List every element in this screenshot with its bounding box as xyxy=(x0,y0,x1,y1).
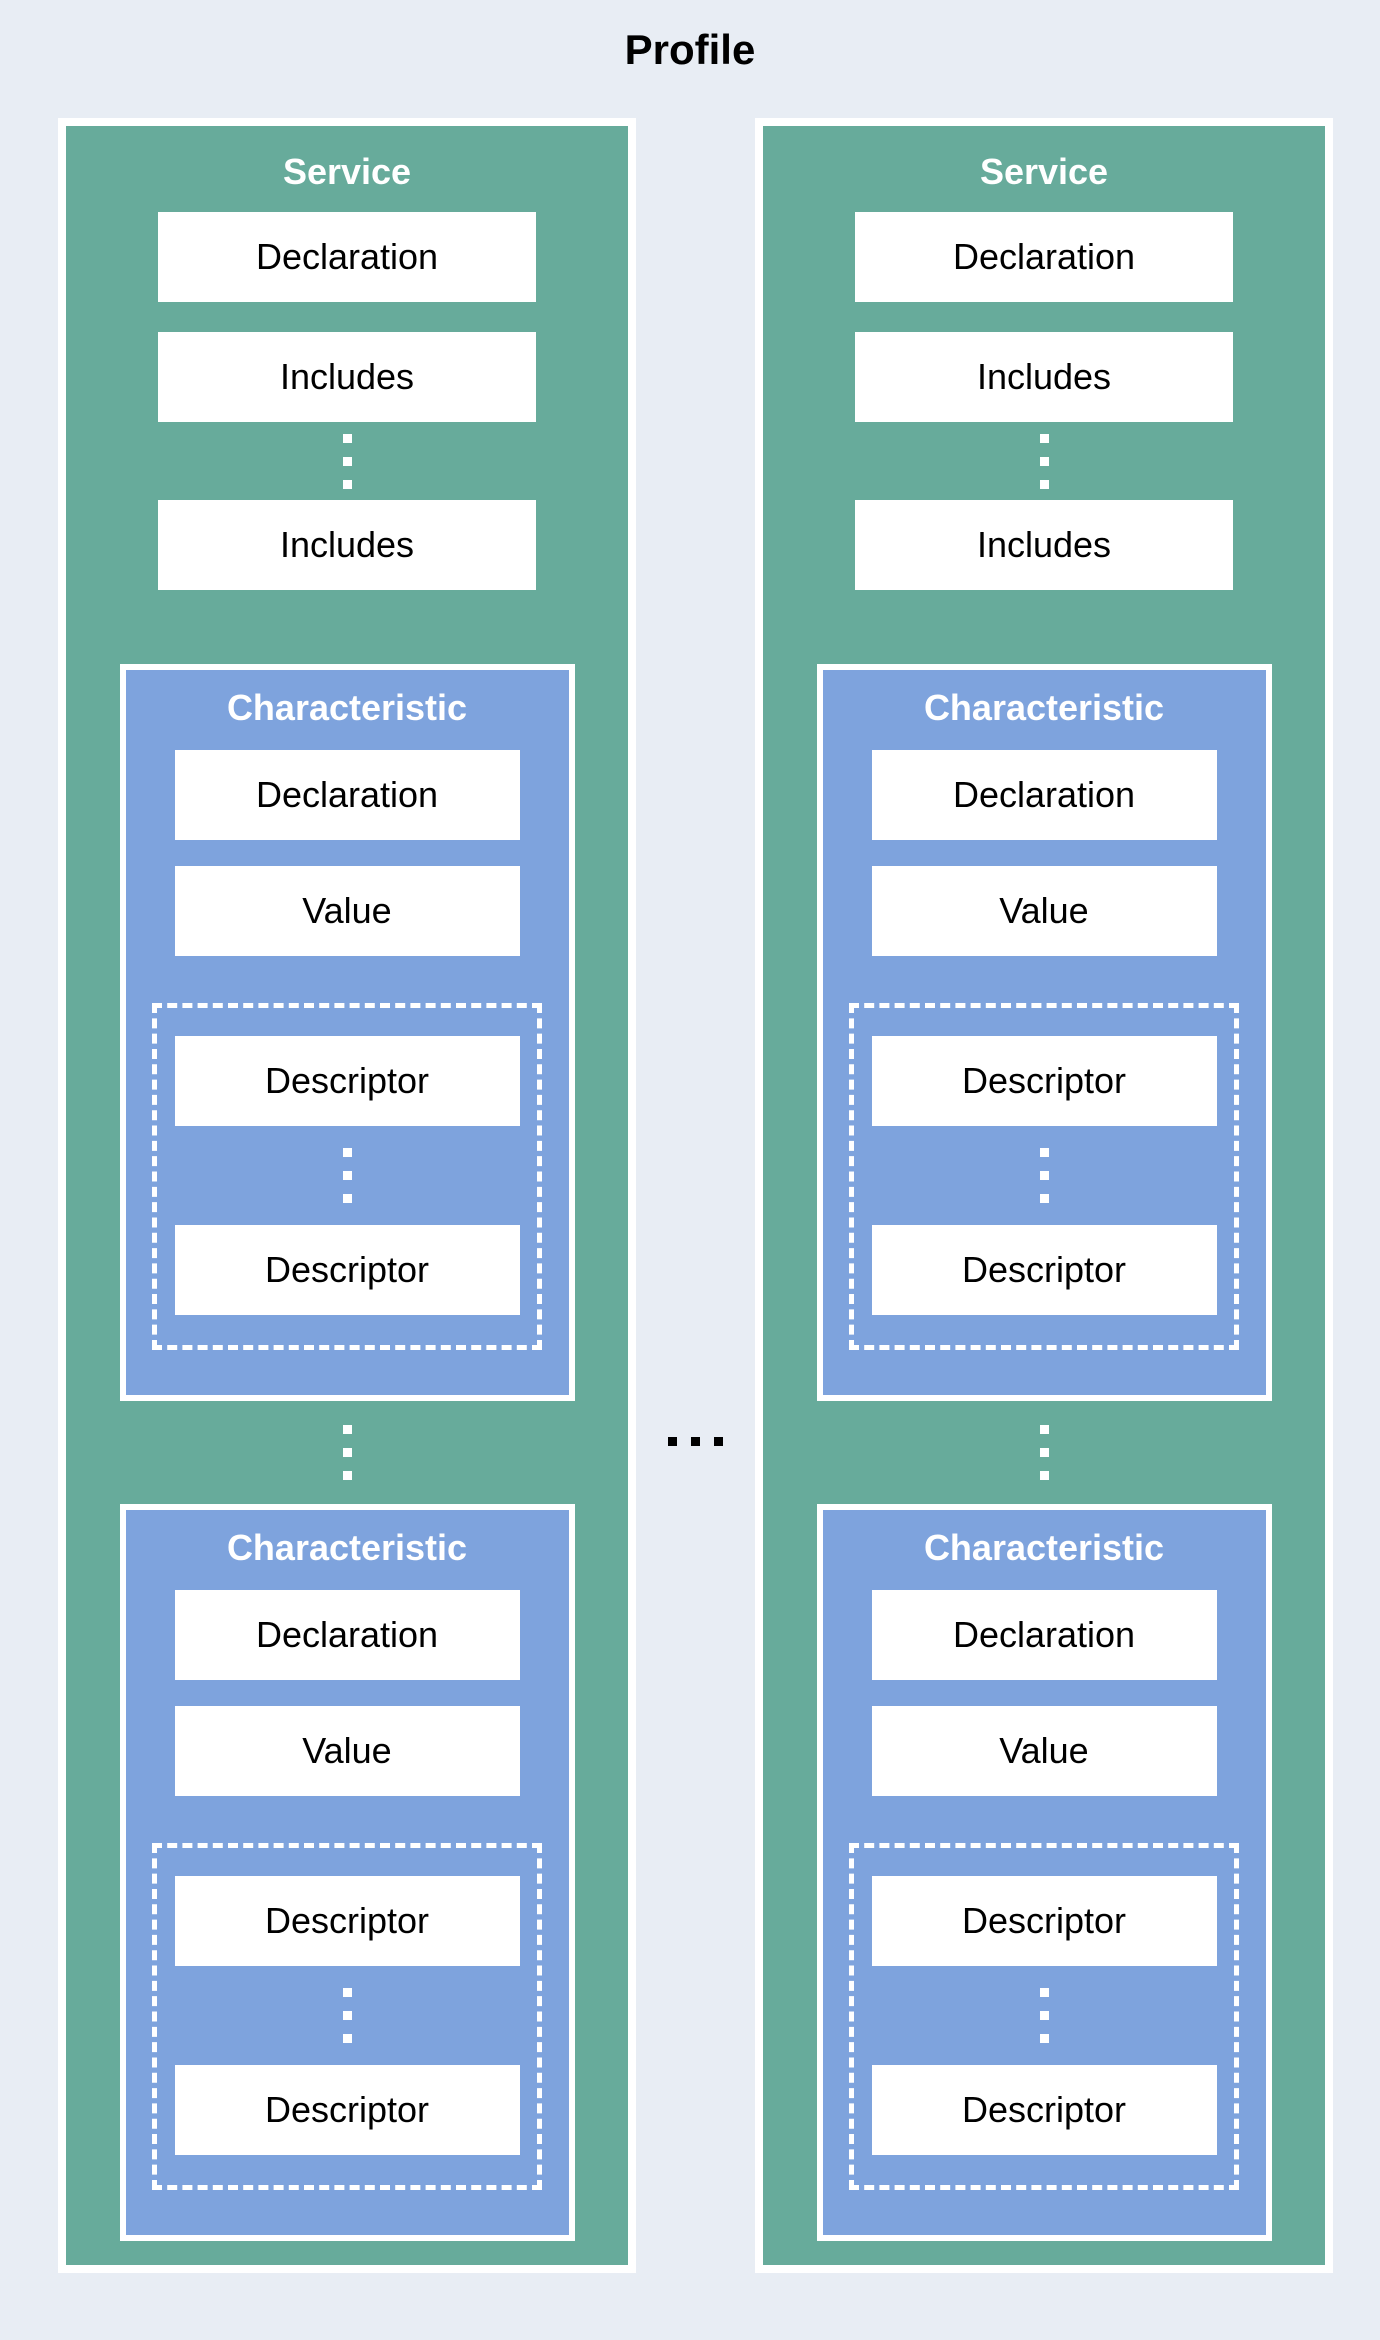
ellipsis-dot xyxy=(1039,434,1049,443)
characteristic-declaration-box: Declaration xyxy=(174,1590,520,1680)
characteristic-title: Characteristic xyxy=(923,687,1165,728)
ellipsis-dot xyxy=(342,2011,352,2020)
ellipsis-dot xyxy=(342,1448,352,1457)
vertical-ellipsis-icon xyxy=(1039,1425,1049,1480)
descriptor-group: Descriptor Descriptor xyxy=(152,1003,542,1350)
descriptor-box: Descriptor xyxy=(871,1225,1217,1315)
includes-box: Includes xyxy=(855,332,1233,422)
service-declaration-box: Declaration xyxy=(855,212,1233,302)
characteristic-panel: Characteristic Declaration Value Descrip… xyxy=(119,664,575,1401)
value-box: Value xyxy=(174,1706,520,1796)
includes-box: Includes xyxy=(158,332,536,422)
ellipsis-dot xyxy=(342,480,352,489)
characteristic-title: Characteristic xyxy=(226,1527,468,1568)
descriptor-box: Descriptor xyxy=(871,1876,1217,1966)
ellipsis-dot xyxy=(1039,2011,1049,2020)
characteristic-declaration-box: Declaration xyxy=(871,750,1217,840)
service-panel: Service Declaration Includes Includes Ch… xyxy=(58,118,636,2273)
vertical-ellipsis-icon xyxy=(1039,434,1049,489)
value-box: Value xyxy=(174,866,520,956)
ellipsis-dot xyxy=(1039,1471,1049,1480)
service-declaration-box: Declaration xyxy=(158,212,536,302)
descriptor-group: Descriptor Descriptor xyxy=(152,1843,542,2190)
ellipsis-dot xyxy=(714,1437,723,1446)
ellipsis-dot xyxy=(342,1171,352,1180)
ellipsis-dot xyxy=(1039,1425,1049,1434)
vertical-ellipsis-icon xyxy=(342,1988,352,2043)
services-row: Service Declaration Includes Includes Ch… xyxy=(0,118,1380,2273)
vertical-ellipsis-icon xyxy=(342,1425,352,1480)
ellipsis-dot xyxy=(342,2034,352,2043)
service-title: Service xyxy=(282,151,412,192)
descriptor-box: Descriptor xyxy=(174,2065,520,2155)
descriptor-box: Descriptor xyxy=(174,1225,520,1315)
descriptor-box: Descriptor xyxy=(871,2065,1217,2155)
page-title: Profile xyxy=(624,26,756,73)
ellipsis-dot xyxy=(1039,1194,1049,1203)
vertical-ellipsis-icon xyxy=(342,1148,352,1203)
ellipsis-dot xyxy=(1039,1148,1049,1157)
ellipsis-dot xyxy=(342,1194,352,1203)
characteristic-title: Characteristic xyxy=(226,687,468,728)
descriptor-group: Descriptor Descriptor xyxy=(849,1843,1239,2190)
ellipsis-dot xyxy=(1039,480,1049,489)
service-title: Service xyxy=(979,151,1109,192)
value-box: Value xyxy=(871,866,1217,956)
descriptor-box: Descriptor xyxy=(174,1876,520,1966)
ellipsis-dot xyxy=(691,1437,700,1446)
ellipsis-dot xyxy=(1039,1448,1049,1457)
service-panel: Service Declaration Includes Includes Ch… xyxy=(755,118,1333,2273)
vertical-ellipsis-icon xyxy=(1039,1988,1049,2043)
ellipsis-dot xyxy=(342,1988,352,1997)
includes-box: Includes xyxy=(158,500,536,590)
descriptor-box: Descriptor xyxy=(174,1036,520,1126)
ellipsis-dot xyxy=(1039,457,1049,466)
value-box: Value xyxy=(871,1706,1217,1796)
characteristic-declaration-box: Declaration xyxy=(174,750,520,840)
vertical-ellipsis-icon xyxy=(1039,1148,1049,1203)
descriptor-box: Descriptor xyxy=(871,1036,1217,1126)
characteristic-panel: Characteristic Declaration Value Descrip… xyxy=(816,664,1272,1401)
ellipsis-dot xyxy=(1039,2034,1049,2043)
characteristic-title: Characteristic xyxy=(923,1527,1165,1568)
ellipsis-dot xyxy=(1039,1988,1049,1997)
ellipsis-dot xyxy=(342,1425,352,1434)
ellipsis-dot xyxy=(1039,1171,1049,1180)
ellipsis-dot xyxy=(342,457,352,466)
descriptor-group: Descriptor Descriptor xyxy=(849,1003,1239,1350)
horizontal-ellipsis-icon xyxy=(636,1437,755,1446)
characteristic-panel: Characteristic Declaration Value Descrip… xyxy=(119,1504,575,2241)
ellipsis-dot xyxy=(342,1148,352,1157)
ellipsis-dot xyxy=(342,434,352,443)
vertical-ellipsis-icon xyxy=(342,434,352,489)
characteristic-panel: Characteristic Declaration Value Descrip… xyxy=(816,1504,1272,2241)
ellipsis-dot xyxy=(668,1437,677,1446)
characteristic-declaration-box: Declaration xyxy=(871,1590,1217,1680)
ellipsis-dot xyxy=(342,1471,352,1480)
includes-box: Includes xyxy=(855,500,1233,590)
